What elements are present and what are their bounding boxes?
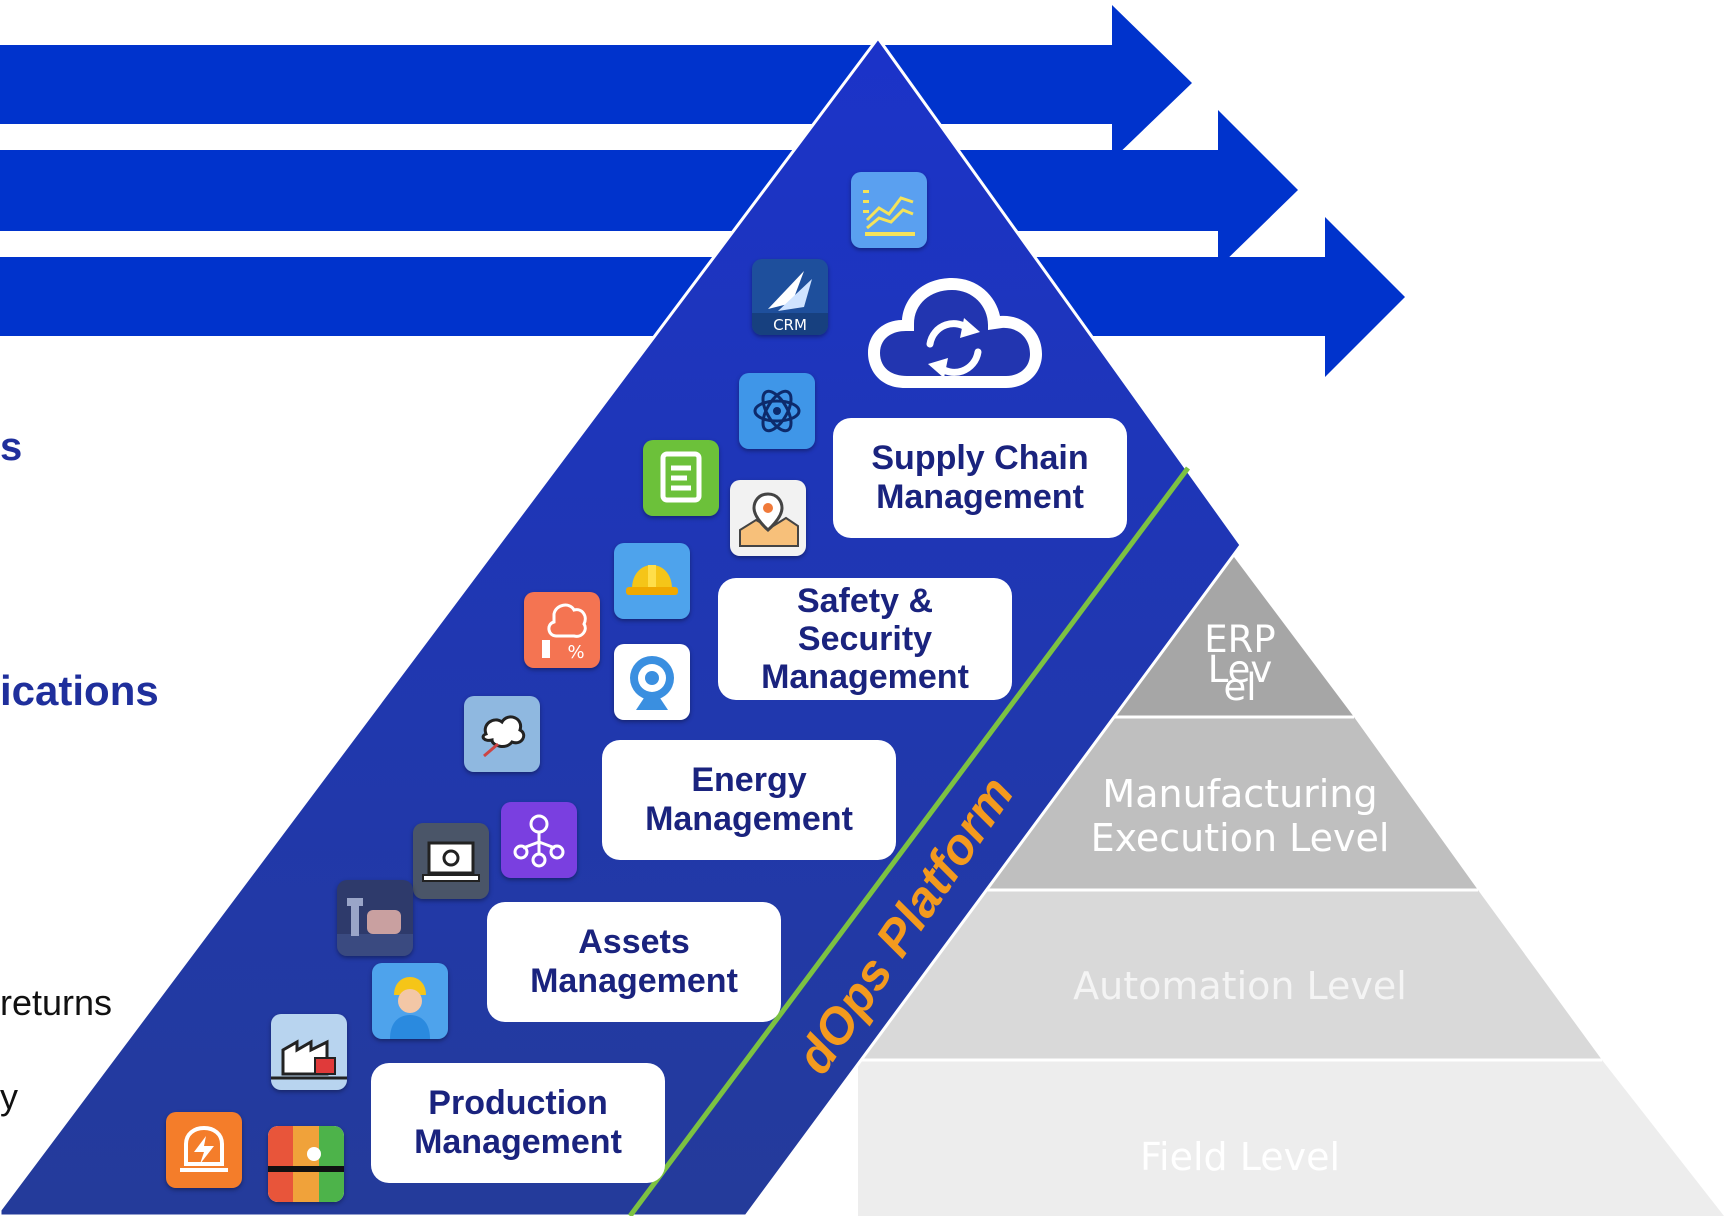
arrow-top — [0, 5, 1192, 160]
tier-automation — [858, 890, 1602, 1060]
worker-icon[interactable] — [372, 963, 448, 1039]
power-icon[interactable] — [166, 1112, 242, 1188]
left-body-1: returns — [0, 982, 113, 1023]
svg-text:%: % — [567, 642, 584, 663]
arrow-middle — [0, 110, 1298, 268]
level-label-line: Manufacturing — [1102, 772, 1378, 816]
level-label-line: el — [1223, 666, 1257, 709]
smoke-icon[interactable] — [464, 696, 540, 772]
network-node-icon[interactable] — [501, 802, 577, 878]
data-science-icon[interactable] — [739, 373, 815, 449]
webcam-icon[interactable] — [614, 644, 690, 720]
module-label-line: Safety & — [796, 582, 934, 620]
hard-hat-icon[interactable] — [614, 543, 690, 619]
module-label-line: Management — [761, 658, 969, 696]
module-assets[interactable]: Assets Management — [487, 902, 781, 1022]
factory-icon[interactable] — [271, 1014, 347, 1090]
module-label-line: Energy — [691, 761, 807, 799]
level-label-line: Lev — [1207, 648, 1273, 691]
module-production[interactable]: Production Management — [371, 1063, 665, 1183]
crm-label: CRM — [773, 316, 807, 334]
platform-divider-line — [627, 466, 1191, 1216]
level-label-line: Execution Level — [1090, 816, 1390, 860]
tier-mes — [970, 717, 1478, 890]
map-pin-icon[interactable] — [730, 480, 806, 556]
module-label-line: Production — [428, 1084, 608, 1122]
module-label-line: Supply Chain — [871, 439, 1089, 477]
level-label-line: ERP — [1204, 618, 1276, 661]
module-label-line: Security — [797, 620, 933, 658]
module-safety-security[interactable]: Safety & Security Management — [718, 578, 1012, 700]
level-label-line: Field Level — [1139, 1135, 1341, 1179]
module-label-line: Management — [414, 1123, 622, 1161]
module-supply-chain[interactable]: Supply Chain Management — [833, 418, 1127, 538]
level-label-line: Automation Level — [1073, 964, 1407, 1008]
level-erp-label: ERP Lev el — [1160, 618, 1320, 709]
level-field-label: Field Level — [1040, 1135, 1440, 1179]
module-label-line: Assets — [578, 923, 690, 961]
level-automation-label: Automation Level — [1040, 964, 1440, 1008]
module-label-line: Management — [876, 478, 1084, 516]
emissions-icon[interactable]: % — [524, 592, 600, 668]
module-label-line: Management — [645, 800, 853, 838]
laptop-gear-icon[interactable] — [413, 823, 489, 899]
tier-field — [858, 1060, 1724, 1216]
cloud-sync-icon — [868, 278, 1042, 388]
module-energy[interactable]: Energy Management — [602, 740, 896, 860]
bar-gauge-icon[interactable] — [268, 1126, 344, 1202]
left-heading-2: ications — [0, 667, 159, 714]
left-heading-1: s — [0, 425, 23, 469]
level-mes-label: Manufacturing Execution Level — [1040, 772, 1440, 860]
tier-erp — [1090, 545, 1354, 717]
left-body-2: y — [0, 1076, 18, 1117]
pump-icon[interactable] — [337, 880, 413, 956]
crm-icon[interactable]: CRM — [752, 259, 828, 335]
analytics-chart-icon[interactable] — [851, 172, 927, 248]
module-label-line: Management — [530, 962, 738, 1000]
document-icon[interactable] — [643, 440, 719, 516]
